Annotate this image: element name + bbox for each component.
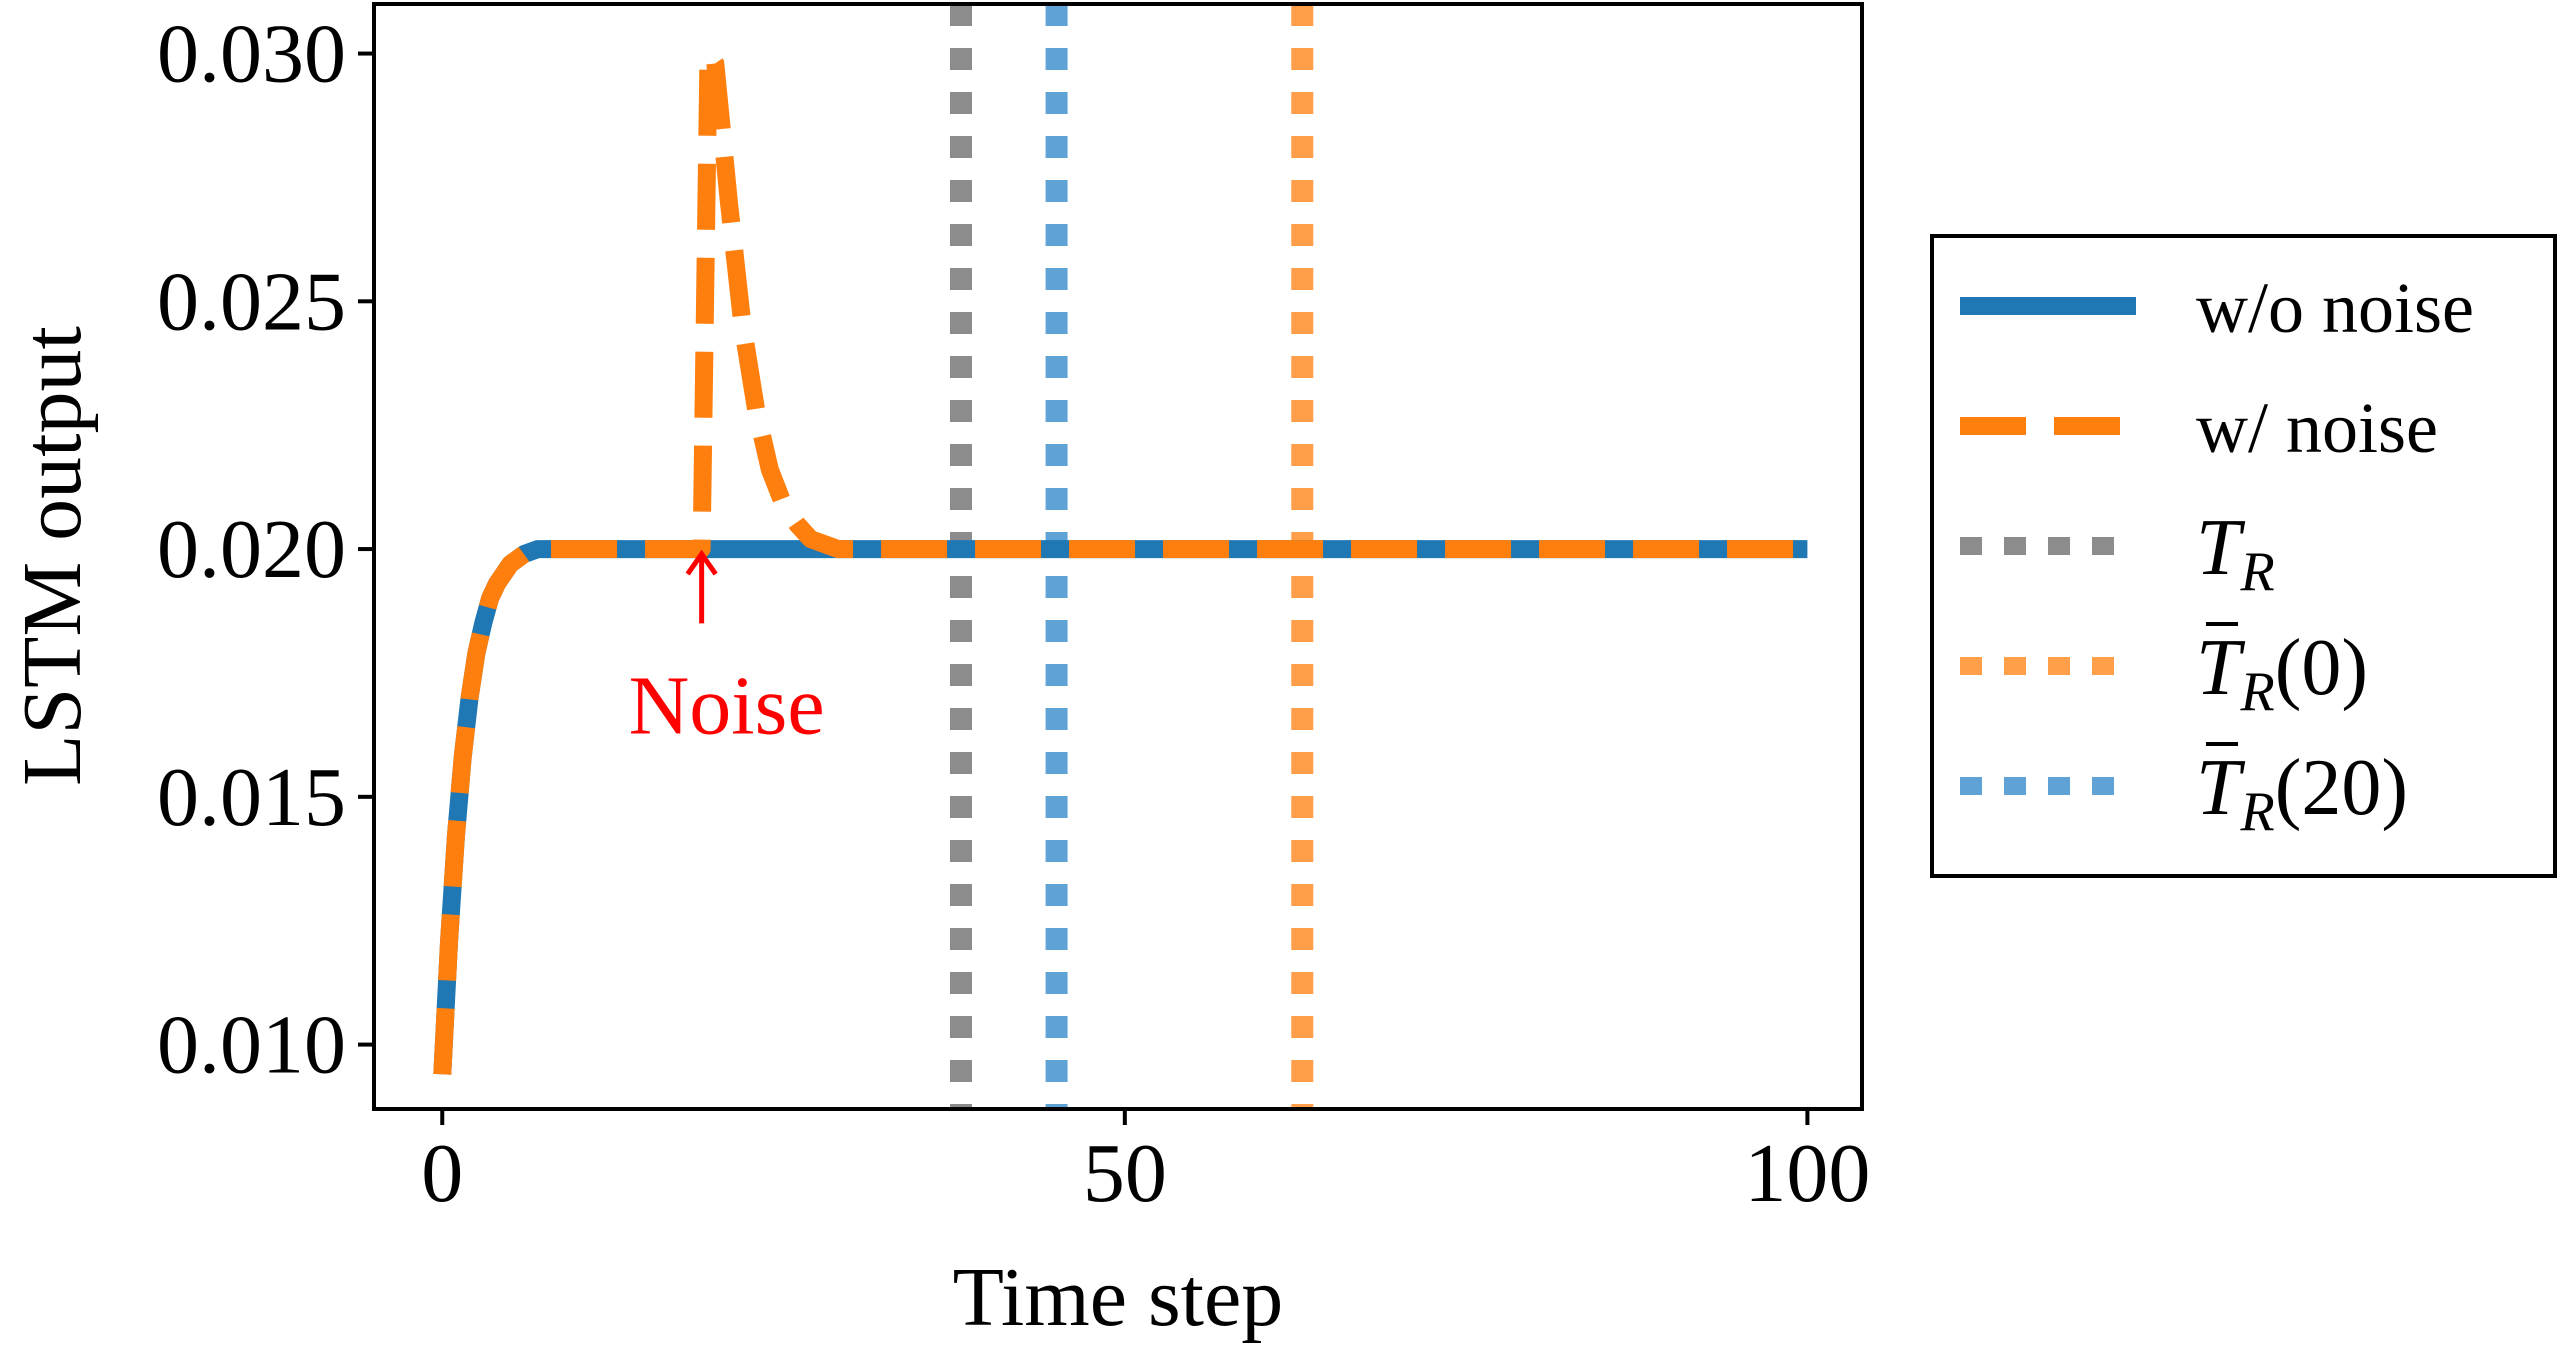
y-tick-label-3: 0.025: [157, 255, 346, 348]
x-axis-label: Time step: [953, 1251, 1284, 1344]
legend-label-3: TR(0): [2196, 624, 2368, 723]
noise-arrow-head: [685, 549, 718, 576]
legend-label-4: TR(20): [2196, 744, 2408, 843]
legend-label-1: w/ noise: [2196, 388, 2438, 468]
series-line-0: [433, 540, 1808, 1075]
y-tick-label-2: 0.020: [157, 503, 346, 596]
y-axis-label: LSTM output: [6, 326, 99, 786]
x-tick-label-2: 100: [1744, 1127, 1870, 1220]
noise-label: Noise: [629, 659, 825, 752]
legend-label-2: TR: [2196, 504, 2275, 603]
y-tick-label-0: 0.010: [157, 999, 346, 1092]
axes-frame: [372, 2, 1864, 1111]
series-layer: [433, 4, 1808, 1109]
x-tick-label-0: 0: [421, 1127, 463, 1220]
series-line-1: [433, 44, 1808, 1075]
axes: 0 50 100 0.010 0.015 0.020 0.025 0.030: [157, 2, 1870, 1220]
x-tick-label-1: 50: [1083, 1127, 1167, 1220]
legend-frame: [1930, 234, 2557, 878]
noise-annotation: Noise: [629, 549, 825, 752]
y-tick-label-4: 0.030: [157, 8, 346, 101]
legend-label-0: w/o noise: [2196, 268, 2474, 348]
y-tick-label-1: 0.015: [157, 751, 346, 844]
